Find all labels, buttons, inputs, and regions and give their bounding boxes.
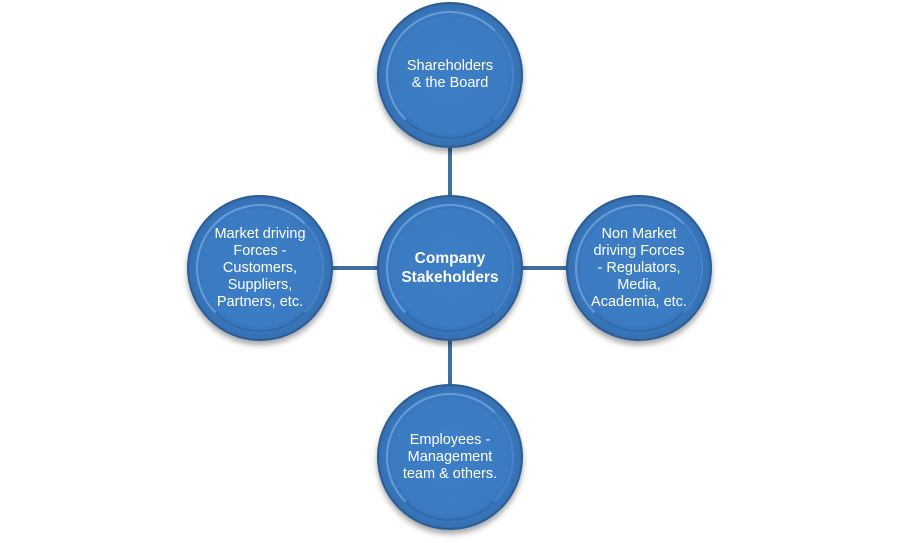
connector-top (448, 146, 452, 198)
node-market-driving-forces: Market driving Forces - Customers, Suppl… (187, 195, 333, 341)
center-label: Company Stakeholders (401, 250, 499, 286)
node-shareholders: Shareholders & the Board (377, 2, 523, 148)
node-non-market-driving-forces: Non Market driving Forces - Regulators, … (566, 195, 712, 341)
connector-bottom (448, 338, 452, 390)
connector-left (330, 266, 380, 270)
node-employees: Employees - Management team & others. (377, 384, 523, 530)
node-label: Shareholders & the Board (406, 58, 494, 91)
node-label: Employees - Management team & others. (402, 431, 498, 482)
node-label: Non Market driving Forces - Regulators, … (591, 225, 687, 310)
node-label: Market driving Forces - Customers, Suppl… (214, 225, 306, 310)
node-company-stakeholders: Company Stakeholders (377, 195, 523, 341)
connector-right (520, 266, 570, 270)
